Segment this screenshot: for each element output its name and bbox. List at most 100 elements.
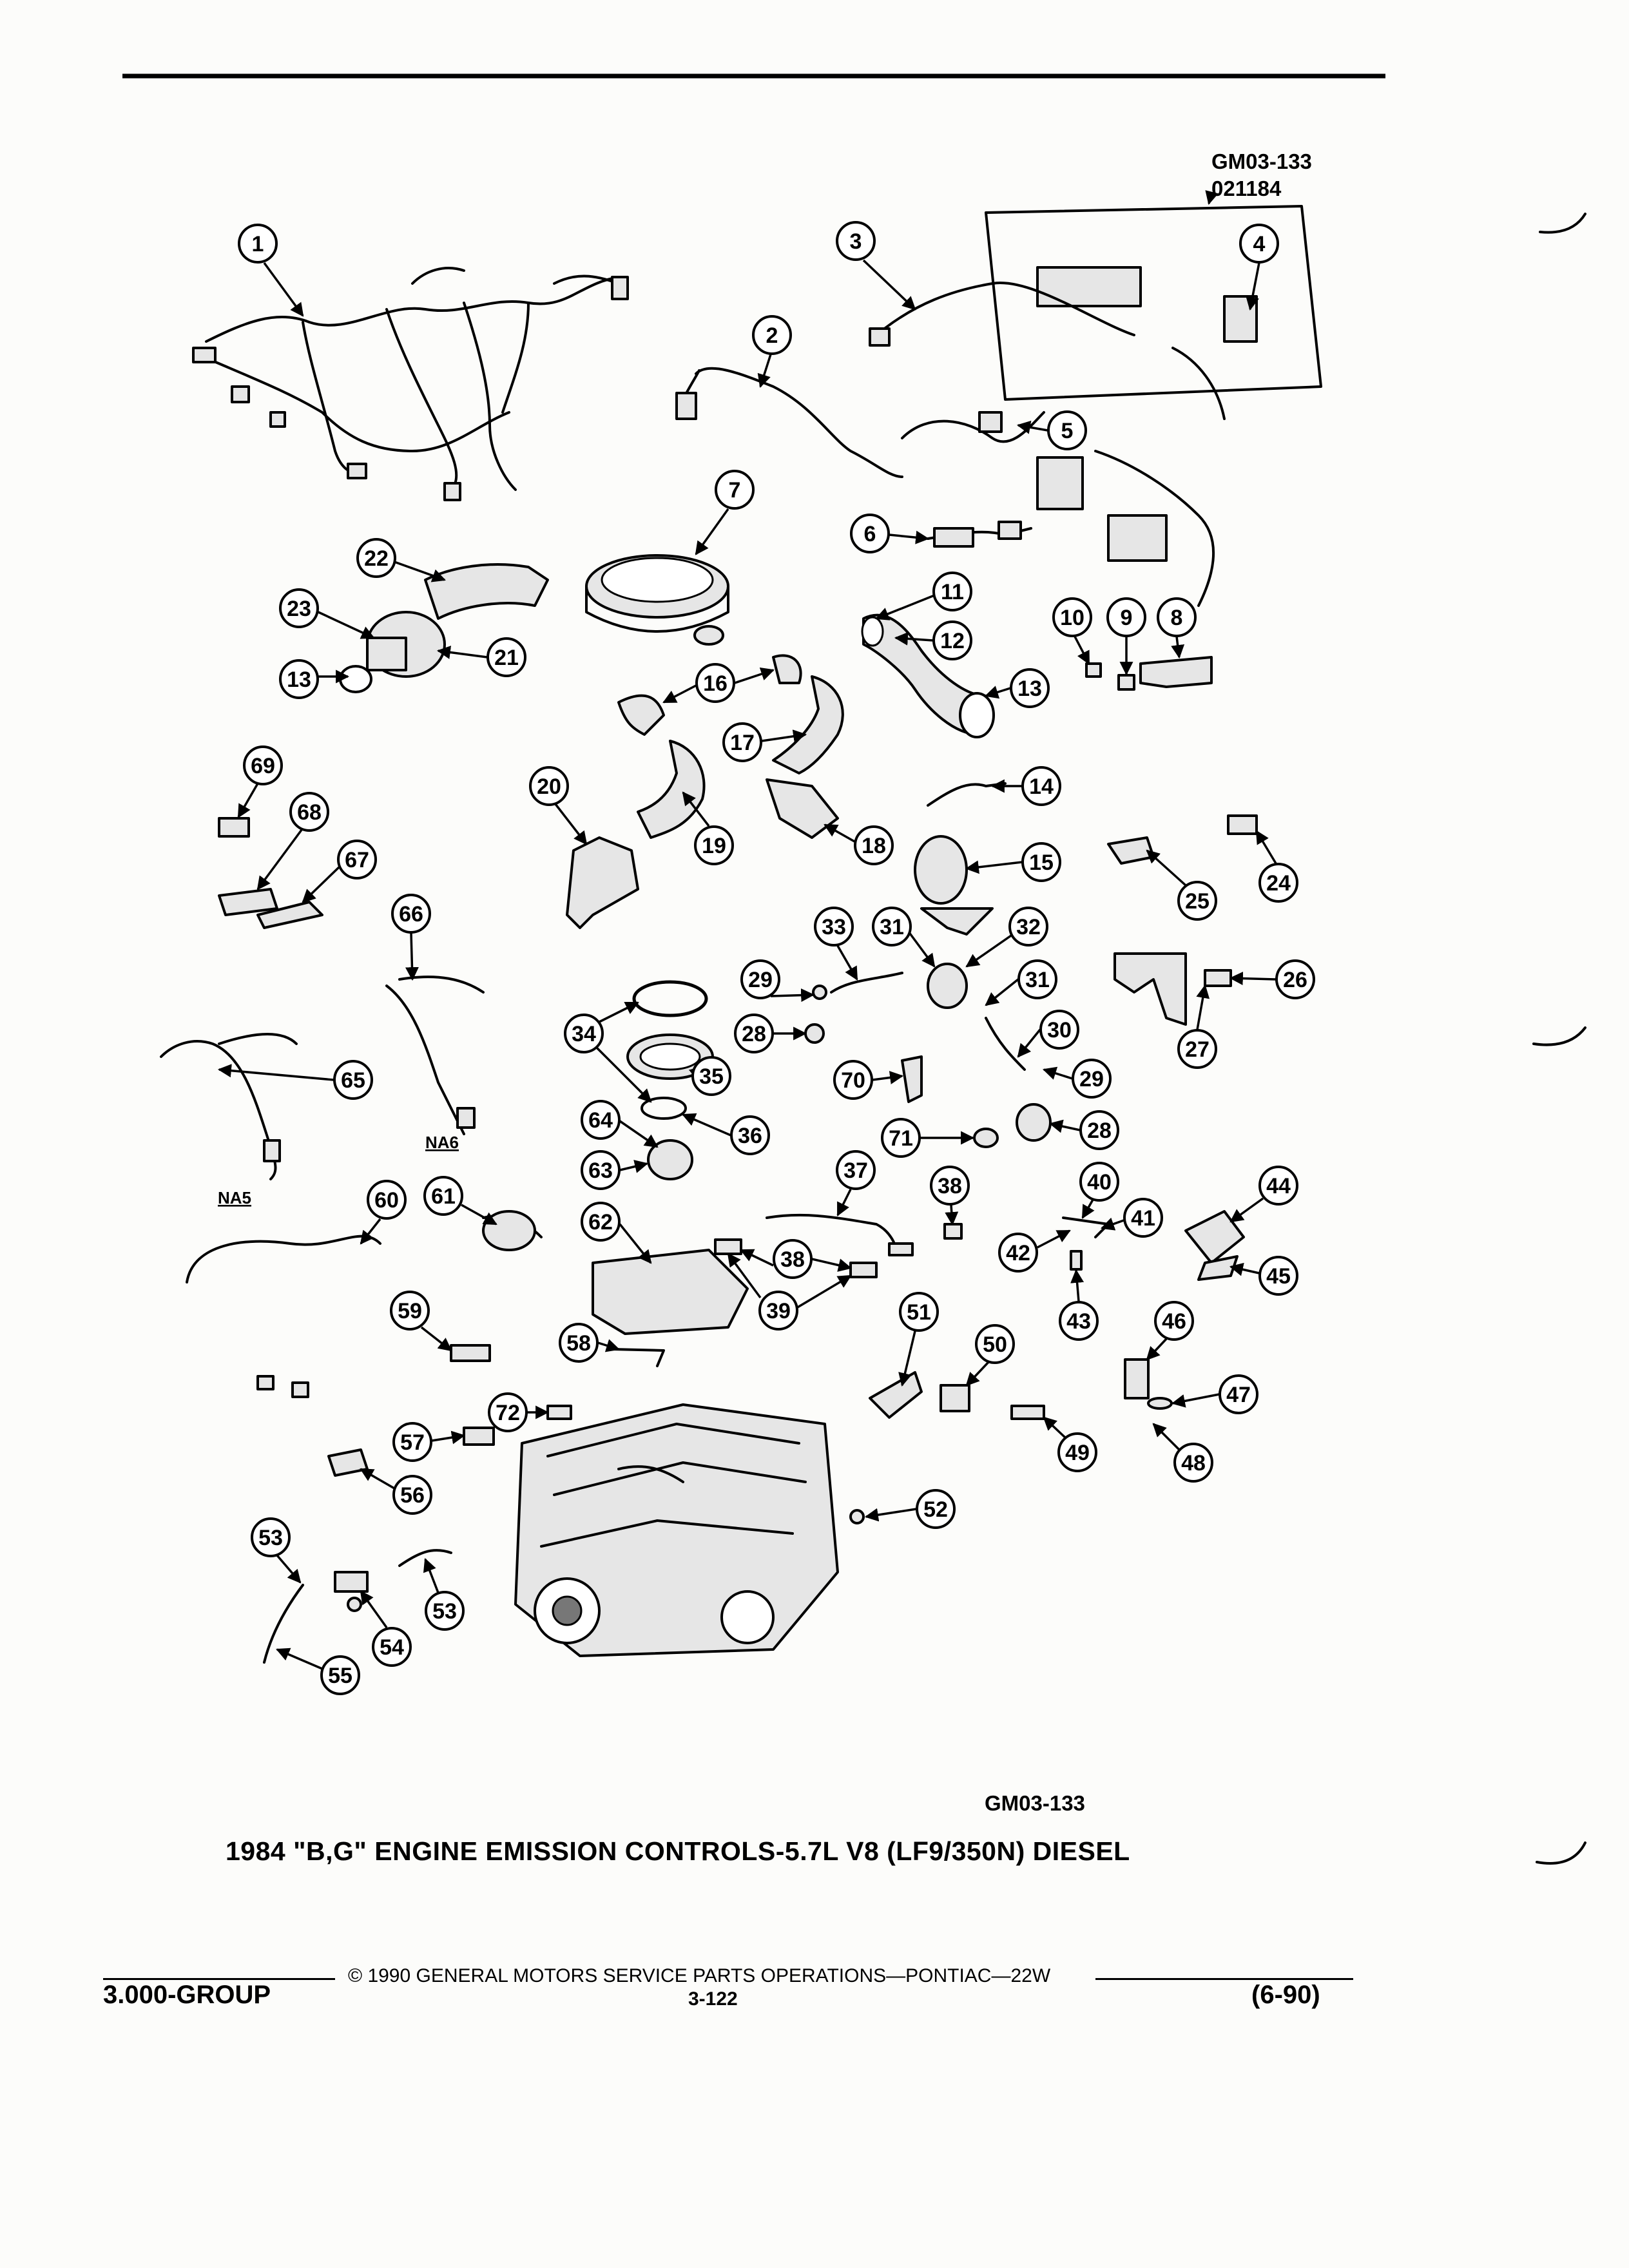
callout-47: 47 [1219,1374,1258,1414]
callout-circle [372,1627,412,1667]
vacuum-fittings [804,963,1052,1142]
callout-circle [320,1655,360,1695]
callout-circle [581,1202,621,1242]
callout-number: 35 [699,1064,724,1089]
callout-circle [854,825,894,865]
callout-66: 66 [391,894,431,934]
callout-15: 15 [1021,842,1061,882]
callout-45: 45 [1258,1256,1298,1296]
callout-number: 30 [1047,1018,1072,1043]
callout-number: 60 [374,1188,399,1213]
callout-23: 23 [279,588,319,628]
callout-number: 43 [1066,1309,1091,1334]
callout-number: 45 [1266,1264,1291,1289]
callout-number: 55 [328,1664,352,1688]
callout-11: 11 [932,572,972,611]
callout-number: 71 [889,1126,913,1151]
harness-lead [675,367,903,478]
group-code: 3.000-GROUP [103,1981,271,2009]
callout-number: 49 [1065,1441,1090,1465]
callout-36: 36 [730,1115,770,1155]
callout-8: 8 [1157,597,1197,637]
grommet [849,1509,865,1524]
callout-number: 32 [1016,915,1041,939]
callout-10: 10 [1052,597,1092,637]
callout-65: 65 [333,1060,373,1100]
callout-number: 1 [252,232,264,256]
callout-number: 66 [399,902,423,927]
callout-68: 68 [289,792,329,832]
callout-number: 47 [1226,1383,1251,1407]
callout-number: 13 [287,668,311,692]
callout-circle [238,224,278,264]
hoses-and-tees [714,1213,1110,1278]
callout-number: 52 [923,1497,948,1522]
bracket-parts [218,817,323,929]
valve-brackets [1107,814,1258,1026]
engine-wiring-harness [192,267,629,501]
callout-number: 22 [364,546,389,571]
callout-circle [734,1014,774,1053]
callout-number: 36 [738,1124,762,1148]
callout-41: 41 [1123,1198,1163,1238]
callout-circle [243,745,283,785]
callout-number: 15 [1029,850,1054,875]
callout-33: 33 [814,907,854,947]
callout-number: 53 [258,1526,283,1550]
callout-21: 21 [487,637,526,677]
bracket-set [256,656,1213,1398]
callout-59: 59 [390,1291,430,1331]
callout-circle [899,1292,939,1332]
callout-circle [251,1517,291,1557]
heat-shield [766,778,839,839]
callout-19: 19 [694,825,734,865]
callout-circle [279,659,319,699]
callout-13: 13 [279,659,319,699]
callout-31: 31 [872,907,912,947]
callout-number: 13 [1017,677,1042,701]
callout-22: 22 [356,538,396,578]
edge-mark [1532,1026,1586,1046]
callout-61: 61 [423,1176,463,1216]
document-code-top: GM03-133 [1211,149,1312,173]
callout-24: 24 [1258,863,1298,903]
callout-9: 9 [1106,597,1146,637]
callout-14: 14 [1021,766,1061,806]
callout-circle [836,1150,876,1190]
callout-circle [425,1591,465,1631]
callout-4: 4 [1239,224,1279,264]
callout-20: 20 [529,766,569,806]
callout-circle [758,1291,798,1331]
connector-lead [927,521,1032,548]
callout-58: 58 [559,1323,599,1363]
callout-circle [581,1150,621,1190]
callout-number: 31 [880,915,904,939]
callout-circle [392,1422,432,1462]
callout-circle [881,1118,921,1158]
callout-26: 26 [1275,959,1315,999]
callout-circle [1021,766,1061,806]
callout-number: 8 [1171,606,1183,630]
callout-28: 28 [734,1014,774,1053]
callout-46: 46 [1154,1301,1194,1341]
callout-number: 38 [938,1174,962,1198]
callout-27: 27 [1177,1029,1217,1069]
callout-72: 72 [488,1392,528,1432]
callout-number: 64 [588,1108,613,1133]
intake-resonator [861,613,995,738]
callout-number: 37 [843,1158,868,1183]
copyright-notice: © 1990 GENERAL MOTORS SERVICE PARTS OPER… [348,1965,1051,1986]
callout-number: 53 [432,1599,457,1624]
callout-circle [932,620,972,660]
callout-63: 63 [581,1150,621,1190]
callout-number: 31 [1025,968,1050,992]
callout-number: 19 [702,834,726,858]
flex-hoses [617,654,844,839]
callout-number: 62 [588,1210,613,1235]
callout-number: 54 [380,1635,404,1660]
callout-circle [391,894,431,934]
air-cleaner [585,554,729,646]
engine-block [514,1403,839,1657]
callout-number: 50 [983,1332,1007,1357]
